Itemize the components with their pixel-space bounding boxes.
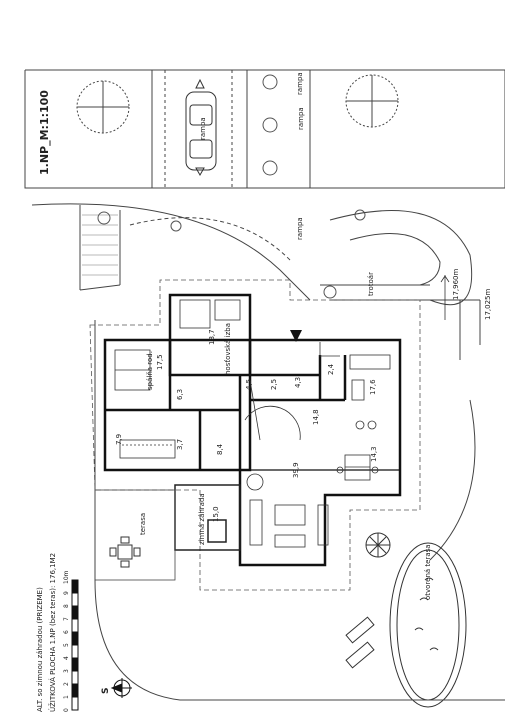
alt-note: ALT. so zimnou záhradou (PRIZEME) [36, 587, 44, 712]
rampa-label: rampa [296, 72, 304, 95]
tree-icon [76, 80, 130, 134]
interior-details [114, 299, 391, 548]
scale-tick: 7 [63, 617, 70, 621]
area-note: ÚŽITKOVÁ PLOCHA 1.NP (bez teras): 176,1M… [48, 553, 57, 712]
room-area: 2,5 [270, 379, 278, 390]
room-name-label: hosťovská izba [223, 323, 232, 375]
room-area: 3,7 [176, 439, 184, 450]
scale-tick: 0 [63, 708, 70, 712]
roof-outline [89, 279, 421, 591]
rampa-label: rampa [296, 217, 304, 240]
level-label: 17,960m [452, 269, 460, 300]
shrub-icon [97, 74, 366, 299]
room-area: 18,7 [208, 329, 216, 345]
parking-area [24, 69, 505, 189]
terrace-label: terasa [139, 513, 147, 535]
terrace-label: otvorená terasa [424, 544, 432, 600]
garden-boundary [94, 320, 505, 701]
entrance-arrow-icon [290, 330, 302, 342]
terrace-outline [94, 489, 176, 581]
trotoir-label: trotoár [367, 272, 375, 296]
room-area: 7,9 [115, 434, 123, 445]
scale-ticks: 0 1 2 3 4 5 6 7 8 9 10m [63, 570, 70, 712]
scale-tick: 5 [63, 643, 70, 647]
scale-tick: 6 [63, 630, 70, 634]
rampa-label: rampa [199, 117, 207, 140]
room-area: 14,8 [312, 409, 320, 425]
level-label: 17,025m [484, 289, 492, 320]
patio-table-icon [109, 536, 141, 568]
driveway [31, 203, 481, 561]
house-walls [103, 293, 402, 567]
scale-tick: 8 [63, 604, 70, 608]
north-label: S [101, 688, 111, 694]
room-area: 6,3 [176, 389, 184, 400]
room-name-label: zimná záhrada [198, 493, 206, 545]
arrow-up-icon [195, 78, 205, 89]
rampa-label: rampa [297, 107, 305, 130]
room-area: 17,6 [369, 379, 377, 395]
hatched-path [82, 214, 118, 276]
scale-tick: 10m [63, 570, 70, 584]
scale-tick: 3 [63, 669, 70, 673]
room-area: 17,5 [156, 354, 164, 370]
north-arrow-icon [110, 678, 132, 698]
scale-tick: 1 [63, 695, 70, 699]
room-area: 15,0 [212, 506, 220, 522]
room-name-label: spálňa rod. [146, 351, 154, 390]
drawing-title: 1.NP_M:1:100 [38, 90, 51, 175]
room-area: 4,3 [294, 377, 302, 388]
room-area: 2,4 [327, 363, 335, 375]
scale-tick: 2 [63, 682, 70, 686]
winter-garden [174, 484, 241, 551]
car-icon [185, 91, 217, 171]
room-area: 14,3 [370, 446, 378, 462]
sun-lounger-icon [345, 616, 375, 669]
room-area: 4,5 [245, 379, 253, 390]
scale-bar [71, 579, 79, 711]
scale-tick: 9 [63, 591, 70, 595]
level-marker [440, 275, 450, 320]
room-area: 8,4 [216, 443, 224, 455]
scale-tick: 4 [63, 656, 70, 660]
tree-icon [345, 74, 399, 128]
parasol-icon [365, 532, 391, 558]
room-area: 39,9 [292, 462, 300, 478]
arrow-down-icon [195, 167, 205, 177]
